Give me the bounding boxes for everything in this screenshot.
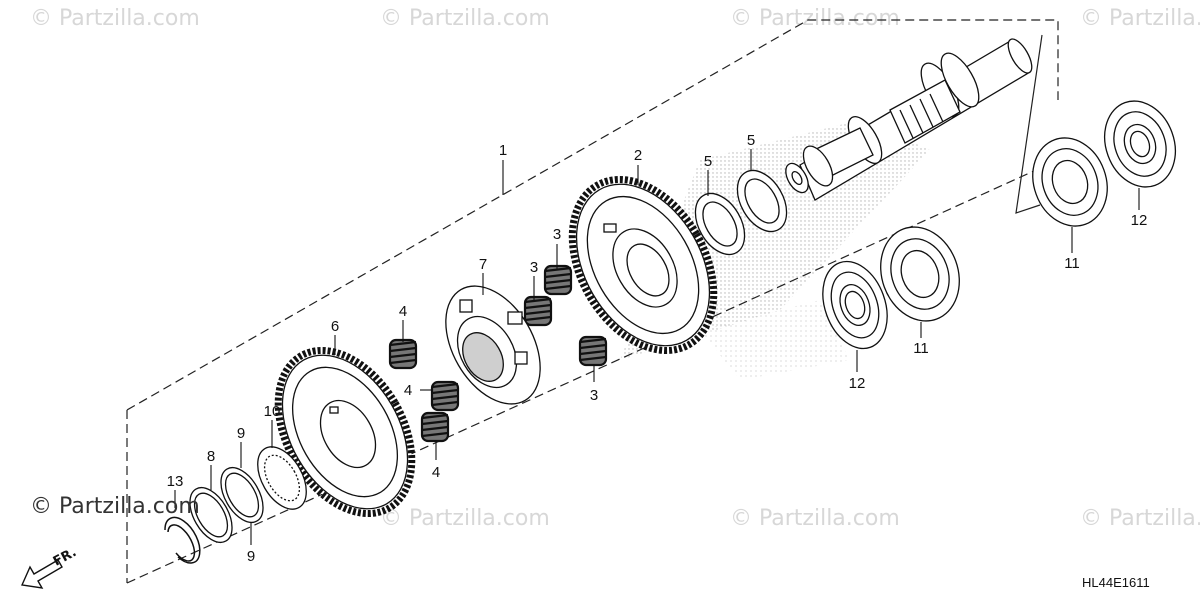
bearing-12 <box>822 260 888 350</box>
watermark-text: © Partzilla.com <box>380 6 550 31</box>
front-direction-arrow: FR. <box>20 545 79 589</box>
callout-2: 2 <box>634 147 642 164</box>
watermark-layer: © Partzilla.com © Partzilla.com © Partzi… <box>30 6 1200 531</box>
leader-lines <box>174 149 1140 545</box>
gear-2 <box>568 176 718 354</box>
watermark-text: © Partzilla.com <box>30 6 200 31</box>
spring-3 <box>578 335 608 367</box>
callout-7: 7 <box>479 256 487 273</box>
watermark-text: © Partzilla.com <box>380 506 550 531</box>
spring-4 <box>388 338 418 370</box>
callout-8: 8 <box>207 448 215 465</box>
assembly-outline <box>126 19 1059 584</box>
callout-11: 11 <box>1064 255 1080 272</box>
callout-1: 1 <box>499 142 507 159</box>
spring-3 <box>523 295 553 327</box>
watermark-text: © Partzilla.com <box>730 506 900 531</box>
watermark-text: © Partzilla.com <box>730 6 900 31</box>
callout-3: 3 <box>590 387 598 404</box>
callout-6: 6 <box>331 318 339 335</box>
callout-11: 11 <box>913 340 929 357</box>
callout-9: 9 <box>237 425 245 442</box>
watermark-text: © Partzilla.com <box>1080 506 1200 531</box>
spring-4 <box>420 411 450 443</box>
spring-4 <box>430 380 460 412</box>
partzilla-watermark: © Partzilla.com <box>30 494 200 519</box>
bracket-11-12 <box>1015 34 1043 214</box>
watermark-text: © Partzilla.com <box>1080 6 1200 31</box>
callout-4: 4 <box>432 464 440 481</box>
callout-labels: 1 2 3 3 3 5 5 7 6 4 4 4 10 9 9 8 13 12 1… <box>167 132 1148 565</box>
washer-5 <box>694 192 746 256</box>
callout-3: 3 <box>553 226 561 243</box>
bearing-12 <box>1104 100 1176 188</box>
bearing-11 <box>880 226 960 322</box>
callout-12: 12 <box>1131 212 1148 229</box>
mainshaft <box>785 38 1033 201</box>
callout-4: 4 <box>404 382 412 399</box>
callout-4: 4 <box>399 303 407 320</box>
spring-3 <box>543 264 573 296</box>
callout-10: 10 <box>264 403 281 420</box>
callout-3: 3 <box>530 259 538 276</box>
callout-5: 5 <box>704 153 712 170</box>
callout-13: 13 <box>167 473 184 490</box>
split-ring-9 <box>220 467 264 523</box>
callout-12: 12 <box>849 375 866 392</box>
ring-10 <box>257 446 307 510</box>
washer-8 <box>189 487 233 543</box>
callout-5: 5 <box>747 132 755 149</box>
bearing-11 <box>1032 137 1108 227</box>
circlip-13 <box>164 516 201 564</box>
washer-5 <box>736 169 788 233</box>
fr-label: FR. <box>51 545 79 570</box>
damper-hub-7 <box>445 285 541 405</box>
diagram-code: HL44E1611 <box>1082 575 1150 590</box>
gear-6 <box>274 346 416 518</box>
callout-9: 9 <box>247 548 255 565</box>
